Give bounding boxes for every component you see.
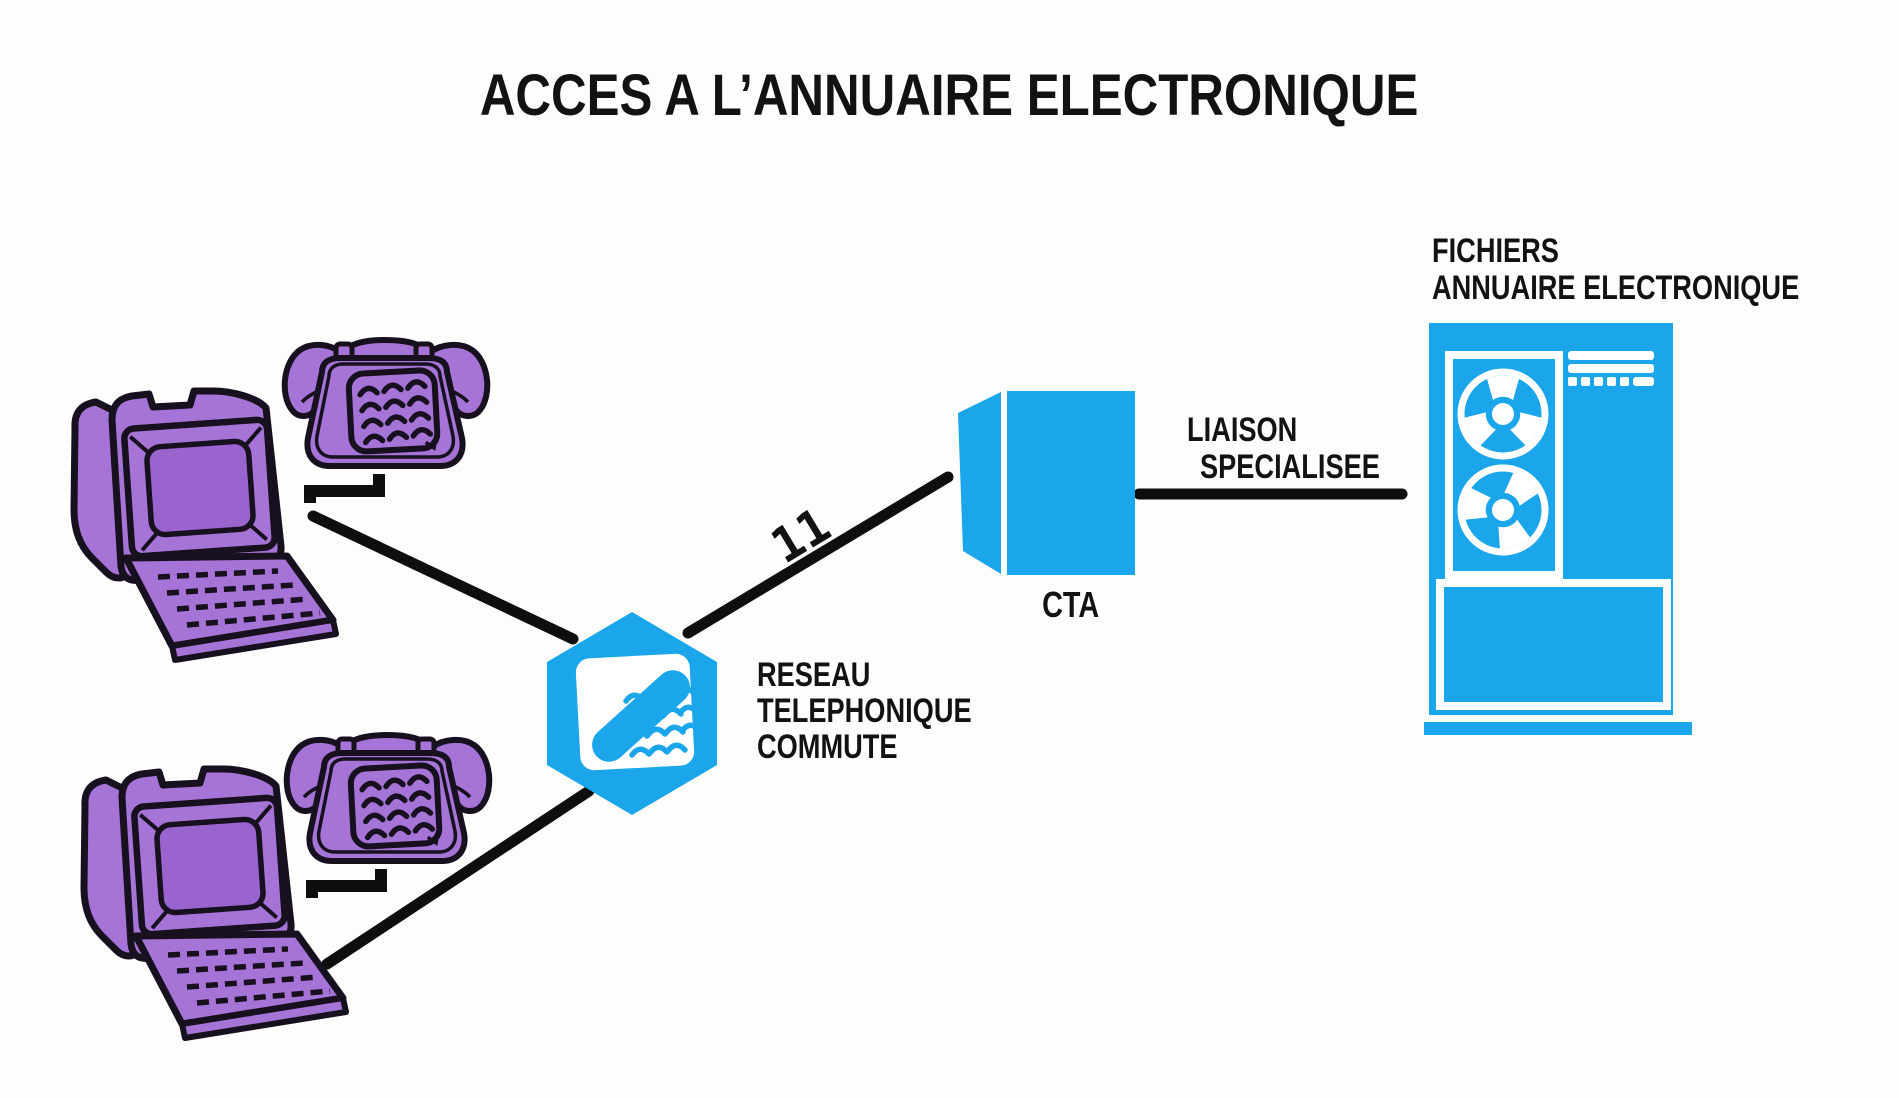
network-links bbox=[307, 471, 1408, 970]
cta-label: CTA bbox=[1042, 584, 1100, 625]
telephone-handset-logo-icon bbox=[592, 670, 699, 762]
link-network-cta bbox=[682, 471, 954, 639]
switched-network-hexagon-icon bbox=[547, 612, 717, 815]
link-terminal1-network bbox=[307, 510, 579, 645]
page-title: ACCES A L’ANNUAIRE ELECTRONIQUE bbox=[480, 63, 1419, 128]
files-label: FICHIERS ANNUAIRE ELECTRONIQUE bbox=[1432, 232, 1800, 307]
liaison-label-line1: LIAISON bbox=[1187, 411, 1298, 449]
cta-box-icon bbox=[958, 391, 1135, 575]
control-panel-icon bbox=[1568, 351, 1654, 386]
link-terminal2-network bbox=[321, 785, 595, 970]
liaison-label-line2: SPECIALISEE bbox=[1200, 448, 1380, 486]
tape-reel-icon bbox=[1457, 368, 1549, 460]
mainframe-tape-cabinet-icon bbox=[1424, 323, 1692, 735]
minitel-terminal-1-icon bbox=[74, 391, 336, 660]
telephone-1-icon bbox=[285, 340, 488, 503]
network-label: RESEAU TELEPHONIQUE COMMUTE bbox=[757, 656, 972, 766]
tape-reel-icon bbox=[1457, 464, 1549, 556]
